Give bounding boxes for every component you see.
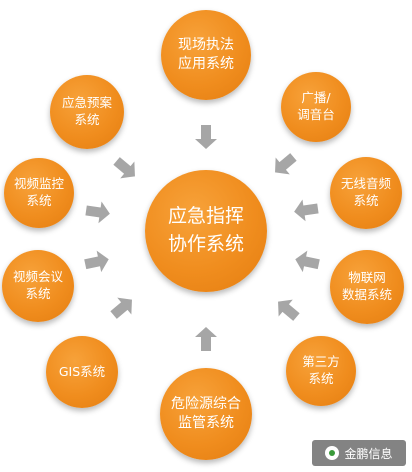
center-hub-node: 应急指挥 协作系统: [145, 170, 267, 292]
node-label-line1: 视频监控: [13, 176, 64, 192]
node-field-enforcement: 现场执法 应用系统: [161, 10, 251, 100]
node-label-line1: 无线音频: [340, 176, 391, 192]
node-label-line2: 系统: [353, 193, 379, 208]
node-label-line2: 系统: [25, 286, 51, 301]
node-label-line2: 调音台: [297, 107, 335, 122]
node-hazard-monitoring: 危险源综合 监管系统: [160, 368, 252, 460]
arrow-from-lower-right: [270, 293, 304, 326]
node-label-line1: GIS系统: [58, 363, 106, 379]
node-label-line1: 危险源综合: [171, 396, 241, 413]
center-hub-line2: 协作系统: [167, 233, 244, 255]
node-label-line2: 系统: [308, 371, 334, 386]
node-label-line2: 数据系统: [341, 287, 392, 302]
node-label-line2: 监管系统: [178, 415, 234, 431]
node-emergency-plan: 应急预案 系统: [50, 75, 124, 149]
arrow-from-left-lower: [82, 248, 112, 276]
arrow-from-right-lower: [292, 248, 322, 276]
node-label-line1: 视频会议: [12, 269, 63, 285]
center-hub-line1: 应急指挥: [167, 205, 244, 228]
node-video-surveillance: 视频监控 系统: [4, 158, 74, 228]
arrow-from-upper-left: [109, 152, 143, 185]
node-label-line2: 系统: [26, 193, 52, 208]
node-label-line1: 第三方: [302, 354, 340, 370]
node-gis-system: GIS系统: [46, 336, 118, 408]
node-third-party: 第三方 系统: [286, 336, 356, 406]
node-label-line2: 系统: [74, 112, 100, 127]
node-wireless-audio: 无线音频 系统: [330, 157, 402, 229]
node-label-line1: 应急预案: [61, 95, 112, 111]
arrow-from-upper-right: [267, 148, 301, 181]
watermark-text: 金鹏信息: [344, 446, 393, 461]
node-label-line1: 物联网: [348, 270, 386, 286]
node-label-line1: 广播/: [301, 90, 331, 106]
node-broadcast-mixer: 广播/ 调音台: [281, 72, 351, 142]
node-video-conference: 视频会议 系统: [2, 250, 74, 322]
arrow-from-lower-left: [106, 291, 140, 324]
wechat-logo-icon: [325, 446, 340, 460]
source-watermark: 金鹏信息: [312, 440, 406, 466]
arrow-from-top: [195, 125, 217, 149]
arrow-from-bottom: [195, 327, 217, 351]
node-iot-data: 物联网 数据系统: [330, 250, 404, 324]
arrow-from-right-upper: [292, 197, 320, 223]
node-label-line1: 现场执法: [178, 37, 234, 54]
arrow-from-left-upper: [84, 199, 112, 225]
node-label-line2: 应用系统: [178, 56, 234, 72]
